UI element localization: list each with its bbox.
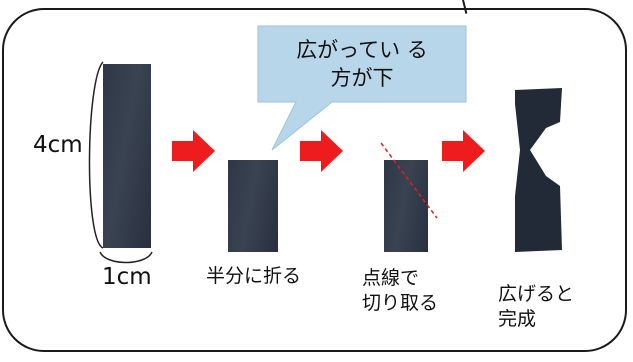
arrow-1: [172, 130, 215, 172]
paper-strip-folded: [228, 160, 278, 252]
step-2-text-line2: 切り取る: [362, 291, 439, 314]
width-label: 1cm: [102, 264, 152, 290]
arrow-3: [442, 130, 485, 172]
paper-strip-original: [103, 64, 151, 248]
callout-line-1: 広がってい る: [296, 38, 428, 62]
callout-text: 広がってい る 方が下: [262, 36, 462, 93]
step-2-text-line1: 点線で: [362, 267, 420, 289]
step-3-text-line2: 完成: [498, 307, 537, 330]
step-label-finish: 広げると 完成: [498, 282, 574, 331]
paper-strip-cut: [384, 160, 428, 252]
callout-line-2: 方が下: [330, 66, 394, 91]
step-label-cut: 点線で 切り取る: [362, 266, 438, 315]
height-label: 4cm: [33, 132, 83, 158]
arrow-2: [300, 130, 343, 172]
step-1-text: 半分に折る: [206, 265, 302, 287]
step-3-text-line1: 広げると: [498, 283, 575, 305]
step-label-fold: 半分に折る: [206, 264, 301, 289]
